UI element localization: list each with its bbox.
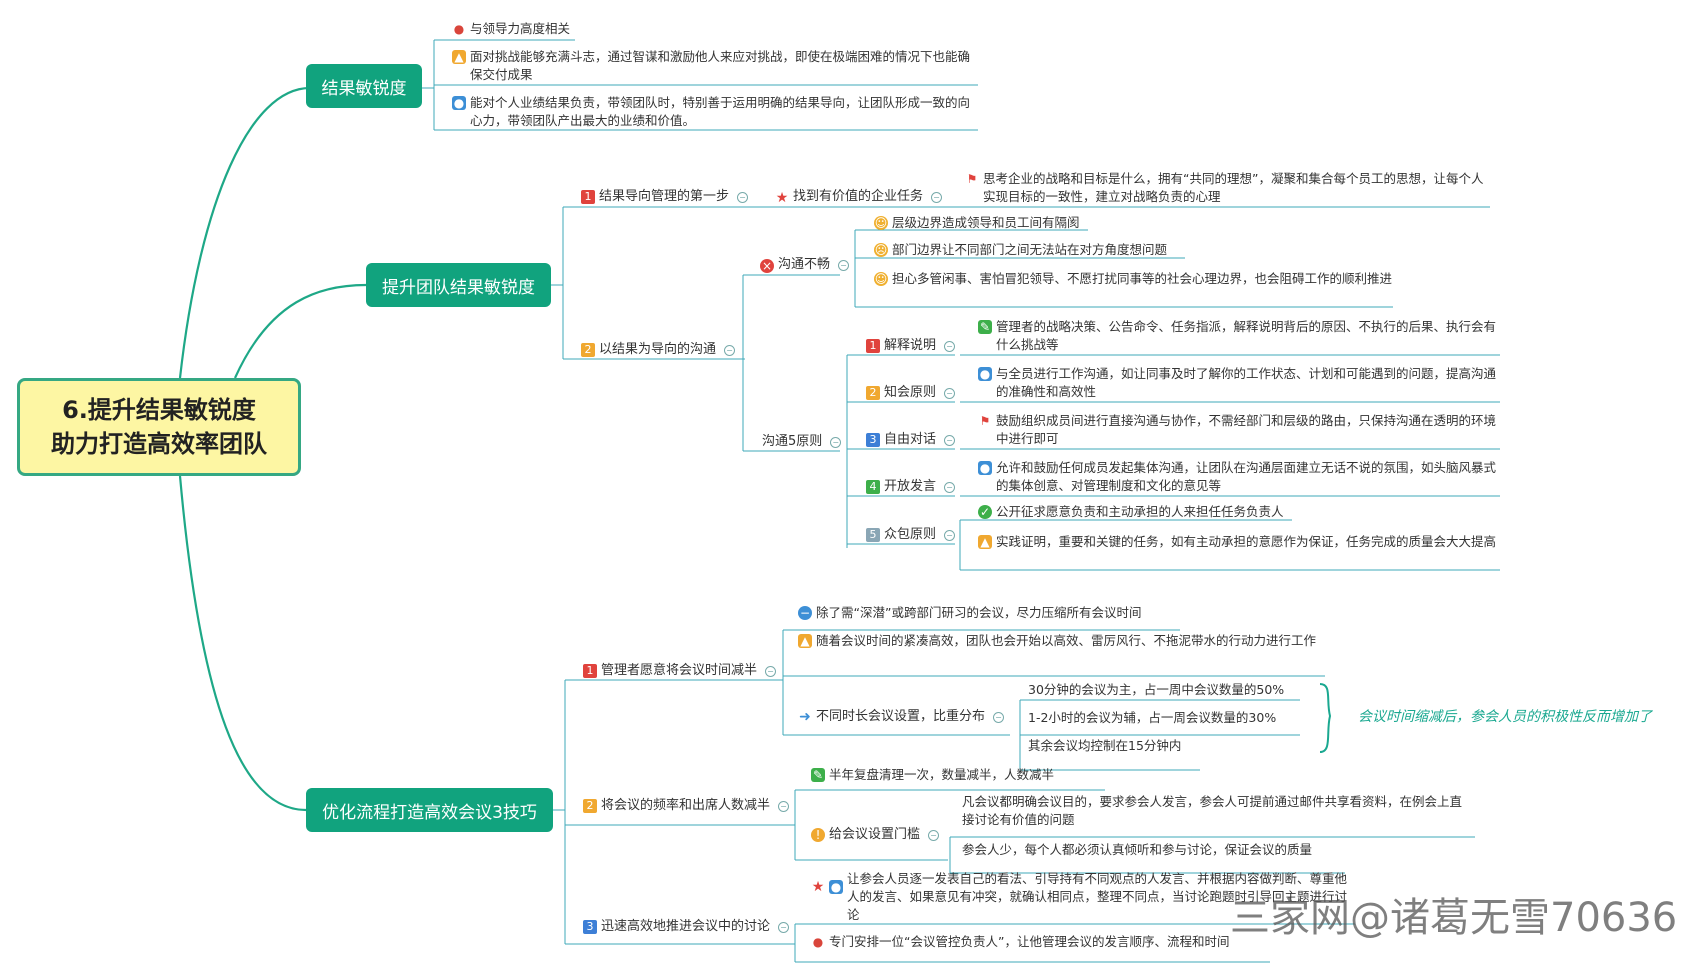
collapse-icon: − xyxy=(931,191,943,203)
collapse-icon: − xyxy=(838,259,850,271)
leaf-fewer-attendees: 参会人少，每个人都必须认真倾听和参与讨论，保证会议的质量 xyxy=(962,842,1313,857)
leaf-half-review: ✎ 半年复盘清理一次，数量减半，人数减半 xyxy=(811,767,1055,782)
leaf-hierarchy-barrier: ☺ 层级边界造成领导和员工间有隔阂 xyxy=(874,215,1080,230)
leaf-guide-discussion: ★ ● 让参会人员逐一发表自己的看法、引导持有不同观点的人发言、并根据内容做判断… xyxy=(811,871,1348,922)
root-title-line1: 6.提升结果敏锐度 xyxy=(62,396,256,424)
leaf-efficient-action: ▲ 随着会议时间的紧凑高效，团队也会开始以高效、雷厉风行、不拖泥带水的行动力进行… xyxy=(798,632,1318,650)
collapse-icon: − xyxy=(765,665,777,677)
collapse-icon: − xyxy=(830,436,842,448)
star-icon: ★ xyxy=(811,879,825,895)
leaf-principle-5b: ▲ 实践证明，重要和关键的任务，如有主动承担的意愿作为保证，任务完成的质量会大大… xyxy=(978,533,1498,551)
root-topic[interactable]: 6.提升结果敏锐度 助力打造高效率团队 xyxy=(17,378,301,476)
node-five-principles[interactable]: 沟通5原则− xyxy=(762,433,842,451)
leaf-strategy: ⚑ 思考企业的战略和目标是什么，拥有“共同的理想”，凝聚和集合每个员工的思想，让… xyxy=(966,171,1484,204)
collapse-icon: − xyxy=(724,344,736,356)
edit-icon: ✎ xyxy=(978,320,992,334)
leaf-compress-time: − 除了需“深潜”或跨部门研习的会议，尽力压缩所有会议时间 xyxy=(798,605,1142,620)
people-icon: ● xyxy=(452,96,466,110)
watermark: 三家网@诸葛无雪70636 xyxy=(1230,895,1678,941)
leaf-principle-2: ● 与全员进行工作沟通，如让同事及时了解你的工作状态、计划和可能遇到的问题，提高… xyxy=(978,366,1497,399)
sub-valuable-task[interactable]: ★找到有价值的企业任务− xyxy=(775,188,943,206)
branch-result-acuity[interactable]: 结果敏锐度 xyxy=(306,64,422,108)
brace xyxy=(1319,683,1332,753)
flag-icon: ⚑ xyxy=(979,414,991,428)
people-icon: ● xyxy=(978,461,992,475)
leaf-principle-4: ● 允许和鼓励任何成员发起集体沟通，让团队在沟通层面建立无话不说的氛围，如头脑风… xyxy=(978,460,1497,493)
leaf-clear-purpose: 凡会议都明确会议目的，要求参会人发言，参会人可提前通过邮件共享看资料，在例会上直… xyxy=(962,794,1463,827)
people-icon: ● xyxy=(978,367,992,381)
leaf-responsibility: ● 能对个人业绩结果负责，带领团队时，特别善于运用明确的结果导向，让团队形成一致… xyxy=(452,95,971,128)
star-icon: ★ xyxy=(775,190,789,206)
leaf-principle-1: ✎ 管理者的战略决策、公告命令、任务指派，解释说明背后的原因、不执行的后果、执行… xyxy=(978,319,1497,352)
emoji-icon: ☹ xyxy=(874,243,888,257)
emoji-icon: ☺ xyxy=(874,216,888,230)
collapse-icon: − xyxy=(778,800,790,812)
flag-icon: ⚑ xyxy=(966,172,978,186)
leaf-leadership: ● 与领导力高度相关 xyxy=(453,21,571,36)
thumb-icon: ▲ xyxy=(798,634,812,648)
check-icon: ✓ xyxy=(978,505,992,519)
alert-icon: ! xyxy=(811,828,825,842)
collapse-icon: − xyxy=(944,481,956,493)
root-title-line2: 助力打造高效率团队 xyxy=(51,430,267,458)
leaf-challenge: ▲ 面对挑战能够充满斗志，通过智谋和激励他人来应对挑战，即使在极端困难的情况下也… xyxy=(452,48,972,84)
thumb-icon: ▲ xyxy=(452,50,466,64)
collapse-icon: − xyxy=(944,387,956,399)
node-meeting-threshold[interactable]: !给会议设置门槛− xyxy=(811,826,940,844)
people-icon: ● xyxy=(829,880,843,894)
thumb-icon: ▲ xyxy=(978,535,992,549)
leaf-dist-30min: 30分钟的会议为主，占一周中会议数量的50% xyxy=(1028,682,1285,697)
leaf-dist-15min: 其余会议均控制在15分钟内 xyxy=(1028,738,1182,753)
collapse-icon: − xyxy=(944,340,956,352)
collapse-icon: − xyxy=(944,529,956,541)
leaf-meeting-controller: ● 专门安排一位“会议管控负责人”，让他管理会议的发言顺序、流程和时间 xyxy=(812,934,1230,949)
leaf-dist-1-2h: 1-2小时的会议为辅，占一周会议数量的30% xyxy=(1028,710,1277,725)
leaf-principle-5a: ✓ 公开征求愿意负责和主动承担的人来担任任务负责人 xyxy=(978,504,1284,519)
person-icon: ● xyxy=(812,935,824,949)
collapse-icon: − xyxy=(944,434,956,446)
node-meeting-distribution[interactable]: ➜不同时长会议设置，比重分布− xyxy=(798,708,1005,726)
error-icon: × xyxy=(760,259,774,273)
collapse-icon: − xyxy=(993,711,1005,723)
person-icon: ● xyxy=(453,22,465,36)
collapse-icon: − xyxy=(928,829,940,841)
branch-team-acuity[interactable]: 提升团队结果敏锐度 xyxy=(366,263,551,307)
leaf-social-barrier: ☺ 担心多管闲事、害怕冒犯领导、不愿打扰同事等的社会心理边界，也会阻碍工作的顺利… xyxy=(874,271,1393,286)
leaf-principle-3: ⚑ 鼓励组织成员间进行直接沟通与协作，不需经部门和层级的路由，只保持沟通在透明的… xyxy=(979,413,1497,446)
collapse-icon: − xyxy=(778,921,790,933)
emoji-icon: ☺ xyxy=(874,272,888,286)
leaf-department-barrier: ☹ 部门边界让不同部门之间无法站在对方角度想问题 xyxy=(874,242,1168,257)
collapse-icon: − xyxy=(737,191,749,203)
summary-note: 会议时间缩减后，参会人员的积极性反而增加了 xyxy=(1358,709,1652,725)
edit-icon: ✎ xyxy=(811,768,825,782)
node-blocked-communication[interactable]: ×沟通不畅− xyxy=(760,256,850,274)
minus-icon: − xyxy=(798,606,812,620)
arrow-right-icon: ➜ xyxy=(799,709,811,725)
branch-meeting-tips[interactable]: 优化流程打造高效会议3技巧 xyxy=(306,788,553,832)
